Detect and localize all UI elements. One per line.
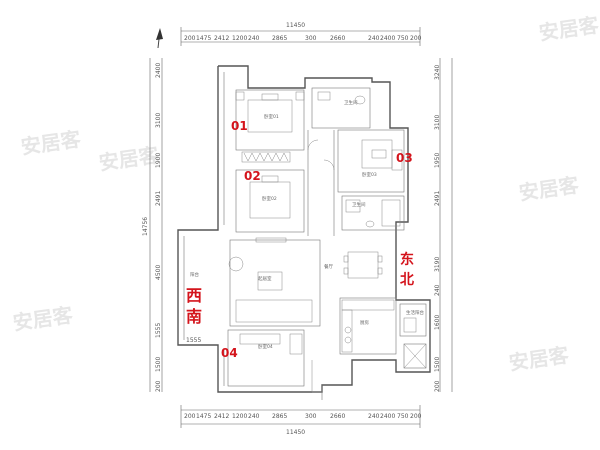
dimension-top-segment: 240 [248,35,260,42]
dimension-right-segment: 200 [434,380,441,392]
dimension-left-segment: 1555 [155,323,162,338]
dimension-bottom-segment: 1475 [196,413,211,420]
room-label: 餐厅 [324,263,333,270]
dimension-bottom-segment: 300 [305,413,317,420]
bottom-dimensions: 11450 200 1475 2412 1200 240 2865 300 26… [180,405,422,436]
entry [311,360,323,400]
orientation-northeast-2: 北 [400,272,414,288]
dimension-bottom-segment: 2865 [272,413,287,420]
dimension-top-segment: 300 [305,35,317,42]
watermark: 安居客 [19,127,83,159]
dimension-right-segment: 240 [434,284,441,296]
orientation-southwest-2: 南 [186,307,202,326]
dimension-right-segment: 3190 [434,257,441,272]
orientation-northeast-1: 东 [400,251,414,268]
dimension-left-total: 14756 [142,217,149,236]
dimension-bottom-segment: 2660 [330,413,345,420]
dimension-bottom-segment: 200 [184,413,196,420]
dimension-total-bottom: 11450 [286,429,305,436]
dimension-balcony: 1555 [186,337,201,344]
room-label: 阳台 [190,271,199,278]
right-dimensions: 3240 3100 1950 2491 3190 240 1600 1500 2… [434,58,453,392]
dimension-right-segment: 3240 [434,65,441,80]
dimension-top-segment: 2865 [272,35,287,42]
bathroom-middle: 卫生间 [341,195,405,231]
dimension-top-segment: 2660 [330,35,345,42]
dimension-left-segment: 1500 [155,357,162,372]
dimension-top-segment: 200 [184,35,196,42]
left-dimensions: 14756 2400 3100 1900 2491 4500 1555 1500… [142,58,163,392]
dimension-right-segment: 3100 [434,115,441,130]
watermark: 安居客 [517,173,581,205]
bedroom-02: 卧室02 [235,169,305,233]
room-label: 卧室04 [258,343,273,350]
watermark: 安居客 [11,303,75,335]
bedroom-03: 卧室03 [337,129,405,193]
dimension-bottom-segment: 200 [410,413,422,420]
room-label: 卧室03 [362,171,377,178]
dimension-right-segment: 2491 [434,191,441,206]
room-label: 起居室 [258,275,272,282]
room-number-02: 02 [244,169,261,183]
dimension-top-segment: 2400 [380,35,395,42]
dimension-left-segment: 4500 [155,265,162,280]
dimension-top-segment: 1200 [232,35,247,42]
dimension-left-segment: 1900 [155,153,162,168]
dimension-right-segment: 1500 [434,357,441,372]
bathroom-top: 卫生间 [311,87,371,129]
room-label: 卫生间 [344,99,358,106]
dimension-top-segment: 750 [397,35,409,42]
room-number-03: 03 [396,151,413,165]
dimension-right-segment: 1600 [434,315,441,330]
corridor [307,130,335,236]
watermark: 安居客 [507,343,571,375]
dimension-bottom-segment: 240 [248,413,260,420]
orientation-southwest-1: 西 [186,286,202,305]
dimension-bottom-segment: 750 [397,413,409,420]
service-balcony: 生活阳台 [399,303,427,369]
dimension-left-segment: 3100 [155,113,162,128]
dimension-left-segment: 2491 [155,191,162,206]
dimension-left-segment: 200 [155,380,162,392]
top-dimensions: 11450 200 1475 2412 1200 240 2865 300 26… [180,22,422,46]
dimension-top-segment: 240 [368,35,380,42]
balcony-west: 阳台 [190,271,199,278]
dimension-total-top: 11450 [286,22,305,29]
dimension-left-segment: 2400 [155,63,162,78]
wardrobe [241,151,291,163]
dining-area: 餐厅 [324,251,383,279]
room-label: 卫生间 [352,201,366,208]
living-room: 起居室 [228,237,321,327]
room-label: 卧室01 [264,113,279,120]
dimension-top-segment: 200 [410,35,422,42]
dimension-top-segment: 2412 [214,35,229,42]
north-arrow-icon [156,28,163,49]
bedroom-04: 卧室04 [227,329,305,387]
room-label: 厨房 [360,319,369,326]
exterior-walls [177,65,431,393]
dimension-bottom-segment: 2412 [214,413,229,420]
kitchen: 厨房 [339,297,397,355]
room-label: 卧室02 [262,195,277,202]
watermark: 安居客 [537,13,600,45]
room-number-04: 04 [221,346,238,360]
dimension-bottom-segment: 240 [368,413,380,420]
dimension-bottom-segment: 2400 [380,413,395,420]
room-number-01: 01 [231,119,248,133]
dimension-top-segment: 1475 [196,35,211,42]
room-label: 生活阳台 [406,309,424,316]
dimension-right-segment: 1950 [434,153,441,168]
dimension-bottom-segment: 1200 [232,413,247,420]
watermark: 安居客 [97,143,161,175]
bedroom-01: 卧室01 [235,89,305,151]
